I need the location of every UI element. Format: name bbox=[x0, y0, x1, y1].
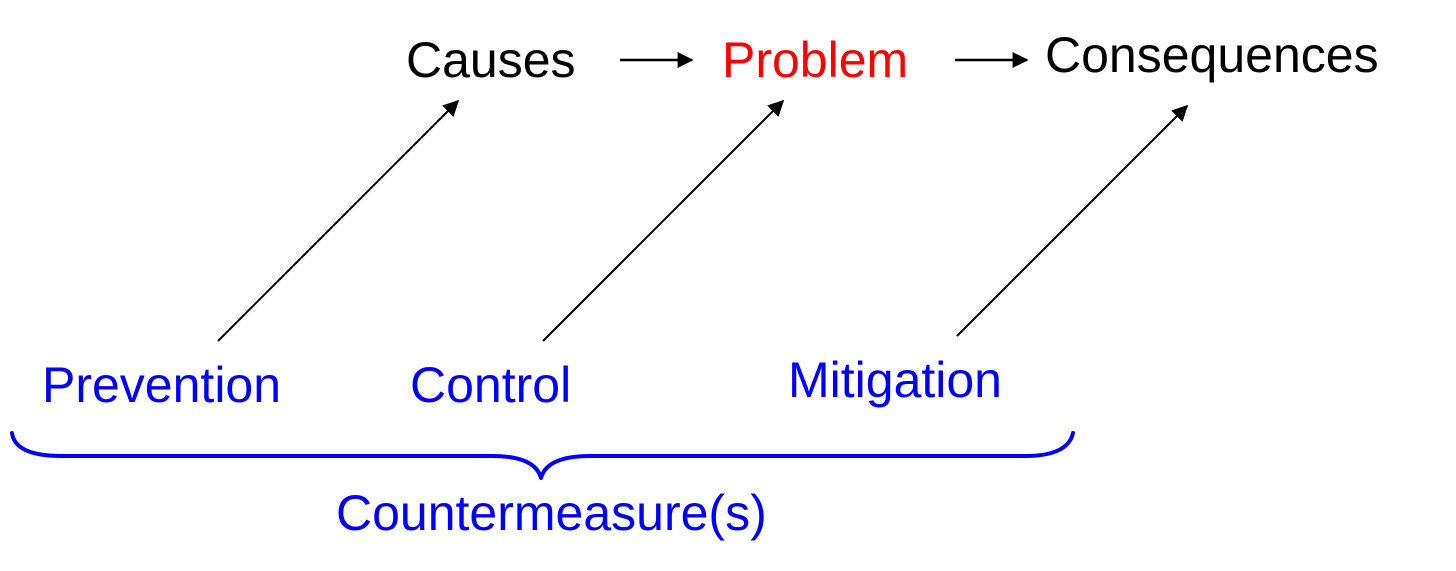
control-to-problem-arrow bbox=[542, 99, 785, 342]
consequences-label: Consequences bbox=[1045, 27, 1379, 83]
countermeasures-group-label: Countermeasure(s) bbox=[336, 485, 767, 541]
prevention-to-causes-arrow bbox=[217, 99, 460, 342]
countermeasure-brace bbox=[10, 431, 1075, 480]
mitigation-to-consequences-arrow bbox=[956, 104, 1189, 337]
mitigation-label: Mitigation bbox=[788, 352, 1002, 408]
control-label: Control bbox=[410, 357, 571, 413]
prevention-label: Prevention bbox=[42, 357, 281, 413]
causes-label: Causes bbox=[406, 32, 576, 88]
problem-label: Problem bbox=[722, 32, 908, 88]
